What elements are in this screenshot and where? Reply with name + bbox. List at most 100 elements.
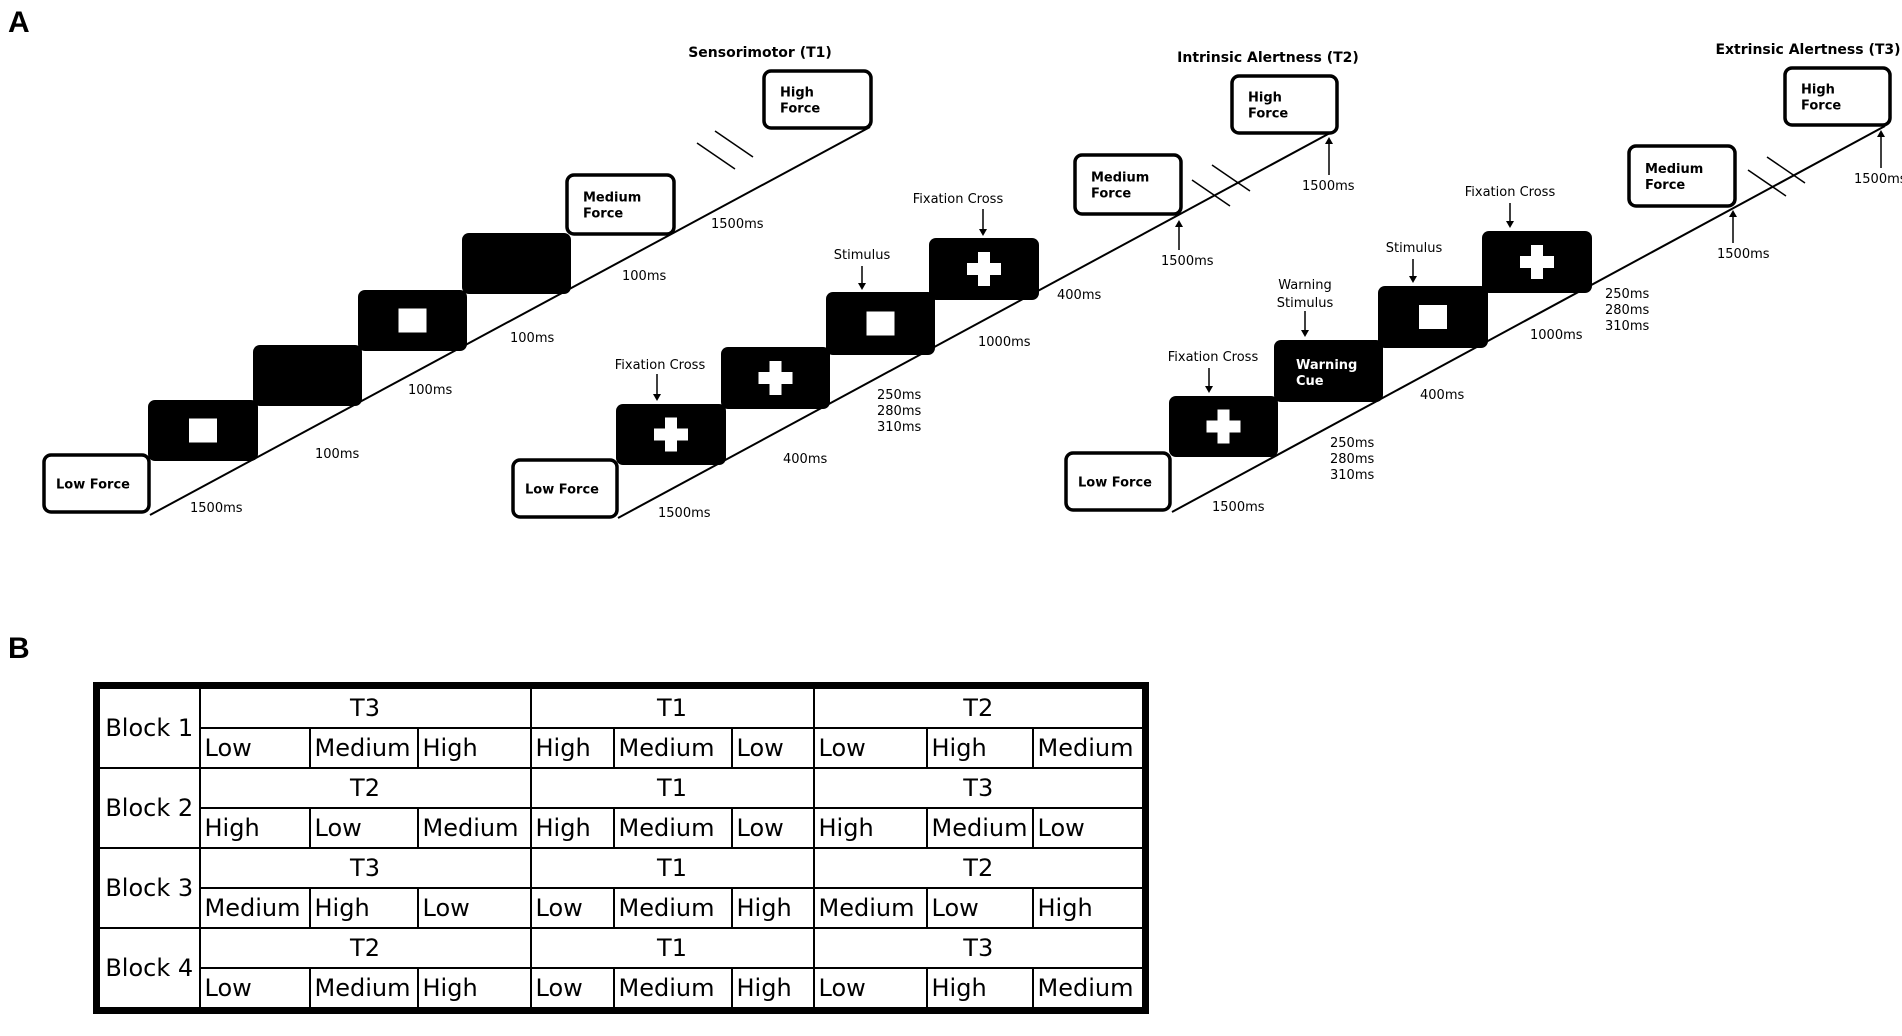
block-label: Block 1 (95, 684, 201, 769)
force-level-cell: Medium (612, 807, 733, 849)
force-level-cell: High (198, 807, 311, 849)
force-level-cell: Medium (416, 807, 532, 849)
task-header: T1 (529, 927, 815, 969)
break-mark (1766, 156, 1806, 184)
task-header: T3 (198, 847, 532, 889)
medium-force-box-label: Force (1091, 187, 1131, 202)
medium-force-box (565, 173, 676, 236)
arrow-head (1301, 330, 1309, 337)
block-label: Block 4 (95, 927, 201, 1012)
arrow-head (1729, 210, 1737, 217)
force-level-cell: Medium (198, 887, 311, 929)
task-title: Intrinsic Alertness (T2) (1177, 50, 1359, 66)
medium-force-box-label: Force (583, 207, 623, 222)
force-level-cell: High (416, 967, 532, 1012)
low-force-box (511, 458, 619, 519)
duration-label: 1500ms (1212, 500, 1265, 515)
stimulus-square (189, 418, 217, 443)
duration-label: 1500ms (1161, 254, 1214, 269)
duration-label: 100ms (622, 269, 666, 284)
low-force-box-label: Low Force (56, 478, 130, 493)
task-header: T1 (529, 684, 815, 729)
duration-label: 250ms (1605, 287, 1649, 302)
duration-label: 400ms (1420, 388, 1464, 403)
low-force-box (1064, 451, 1172, 512)
force-level-cell: High (730, 967, 815, 1012)
duration-label: 280ms (1605, 303, 1649, 318)
duration-label: 1500ms (190, 501, 243, 516)
arrow-head (858, 283, 866, 290)
task-header: T2 (812, 684, 1147, 729)
warning-cue-label: Cue (1296, 374, 1324, 389)
warning-cue-box (1274, 340, 1383, 402)
force-level-cell: Low (308, 807, 419, 849)
blank-box (253, 345, 362, 406)
arrow-head (1205, 386, 1213, 393)
arrow-head (1409, 276, 1417, 283)
low-force-box-label: Low Force (1078, 476, 1152, 491)
force-level-cell: High (308, 887, 419, 929)
force-level-cell: Medium (612, 727, 733, 769)
duration-label: 1500ms (1854, 172, 1902, 187)
high-force-box-label: High (1801, 83, 1835, 98)
task-title: Sensorimotor (T1) (688, 45, 832, 61)
duration-label: 100ms (408, 383, 452, 398)
stimulus-square (866, 311, 895, 336)
force-level-cell: Medium (612, 967, 733, 1012)
force-level-cell: Medium (812, 887, 928, 929)
high-force-box (762, 69, 873, 130)
force-level-cell: Low (925, 887, 1034, 929)
high-force-box (1230, 74, 1339, 135)
medium-force-box (1073, 153, 1183, 216)
duration-label: 1000ms (1530, 328, 1583, 343)
duration-label: 100ms (510, 331, 554, 346)
annotation-label: Stimulus (834, 248, 891, 263)
low-force-box (42, 453, 151, 514)
panel-a-label: A (8, 6, 30, 39)
force-level-cell: High (1031, 887, 1147, 929)
duration-label: 310ms (877, 420, 921, 435)
arrow-head (1175, 220, 1183, 227)
break-mark (696, 142, 736, 170)
task-header: T2 (198, 767, 532, 809)
force-level-cell: High (529, 727, 615, 769)
force-level-cell: High (925, 967, 1034, 1012)
task-title: Extrinsic Alertness (T3) (1715, 42, 1900, 58)
force-level-cell: Medium (308, 727, 419, 769)
duration-label: 250ms (1330, 436, 1374, 451)
break-mark (1211, 164, 1251, 192)
duration-label: 1500ms (658, 506, 711, 521)
force-level-cell: Low (812, 727, 928, 769)
block-label: Block 2 (95, 767, 201, 849)
duration-label: 100ms (315, 447, 359, 462)
force-level-cell: High (529, 807, 615, 849)
stimulus-square (398, 308, 427, 333)
break-mark (714, 130, 754, 158)
warning-cue-label: Warning (1296, 358, 1357, 373)
annotation-label: Stimulus (1386, 241, 1443, 256)
break-mark (1191, 179, 1231, 207)
medium-force-box-label: Medium (1645, 162, 1703, 177)
break-mark (1747, 169, 1787, 197)
force-level-cell: Low (529, 967, 615, 1012)
timeline-axis (617, 132, 1331, 519)
annotation-label: Fixation Cross (1168, 350, 1259, 365)
blank-box (462, 233, 571, 294)
high-force-box-label: Force (1801, 99, 1841, 114)
arrow-head (979, 229, 987, 236)
timeline-axis (149, 126, 871, 516)
low-force-box-label: Low Force (525, 483, 599, 498)
task-header: T3 (812, 927, 1147, 969)
high-force-box-label: High (1248, 91, 1282, 106)
force-level-cell: Medium (1031, 967, 1147, 1012)
high-force-box (1783, 66, 1892, 127)
medium-force-box-label: Medium (1091, 171, 1149, 186)
task-header: T2 (198, 927, 532, 969)
duration-label: 310ms (1330, 468, 1374, 483)
force-level-cell: Low (416, 887, 532, 929)
